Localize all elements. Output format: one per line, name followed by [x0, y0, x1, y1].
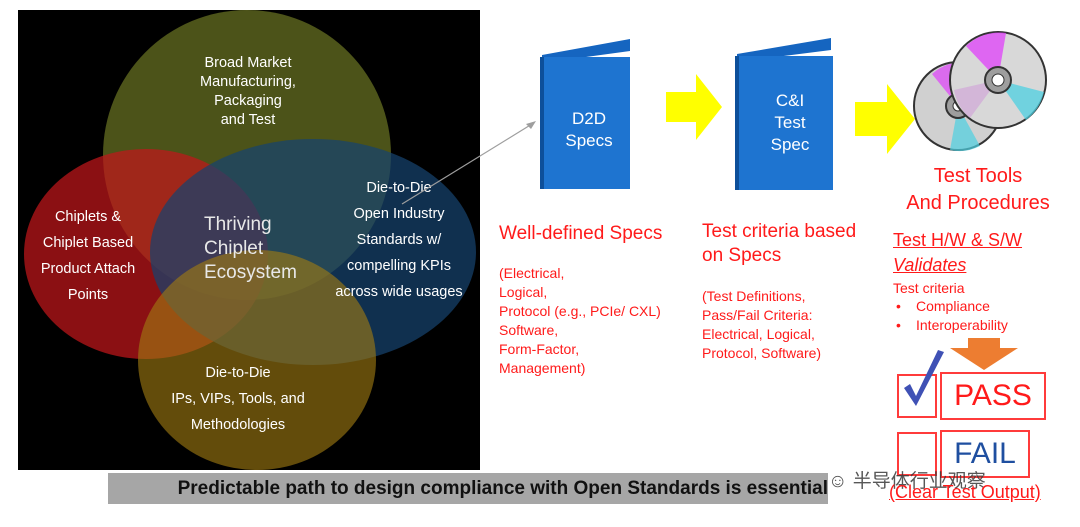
banner-text: Predictable path to design compliance wi…	[177, 478, 828, 499]
venn-center-label: Thriving Chiplet Ecosystem	[204, 214, 297, 283]
venn-circle-bottom	[138, 250, 376, 470]
tools-title: Test Tools And Procedures	[906, 165, 1050, 214]
validates-line-2: Validates	[893, 255, 967, 275]
venn-left-label: Chiplets & Chiplet Based Product Attach …	[40, 209, 136, 303]
fail-checkbox	[897, 432, 937, 476]
specs-body: (Electrical, Logical, Protocol (e.g., PC…	[499, 265, 661, 376]
pass-box	[940, 372, 1046, 420]
yellow-arrow-icon	[855, 84, 915, 154]
criteria-title: Test criteria based on Specs	[702, 221, 857, 266]
criteria-body: (Test Definitions, Pass/Fail Criteria: E…	[702, 288, 822, 361]
d2d-book-label: D2D Specs	[565, 109, 613, 150]
bullet: •	[896, 317, 901, 333]
ci-book-label: C&I Test Spec	[770, 91, 810, 154]
criteria-item-label: Compliance	[916, 298, 990, 314]
criteria-item: • Compliance	[896, 298, 990, 314]
venn-top-label: Broad Market Manufacturing, Packaging an…	[200, 55, 296, 128]
checkmark-icon	[904, 350, 944, 406]
pass-label: PASS	[954, 379, 1032, 412]
venn-bottom-label: Die-to-Die IPs, VIPs, Tools, and Methodo…	[171, 365, 305, 433]
wechat-icon: ☺	[828, 471, 848, 492]
down-arrow-icon	[950, 338, 1018, 370]
ci-test-spec-book-icon	[735, 38, 833, 190]
bottom-banner: Predictable path to design compliance wi…	[108, 473, 828, 504]
pointer-line	[401, 121, 536, 205]
fail-box	[940, 430, 1030, 478]
bullet: •	[896, 298, 901, 314]
criteria-item: • Interoperability	[896, 317, 1008, 333]
validates-line-1: Test H/W & S/W	[893, 230, 1023, 250]
watermark-text: 半导体行业观察	[852, 471, 986, 492]
watermark: ☺ 半导体行业观察	[828, 466, 986, 493]
d2d-spec-book-icon	[540, 39, 630, 189]
yellow-arrow-icon	[666, 74, 722, 140]
venn-diagram: Broad Market Manufacturing, Packaging an…	[18, 10, 480, 470]
venn-circles	[24, 10, 476, 470]
clear-test-output-label: (Clear Test Output)	[889, 482, 1041, 502]
test-criteria-heading: Test criteria	[893, 280, 965, 296]
fail-label: FAIL	[954, 437, 1016, 470]
venn-right-label: Die-to-Die Open Industry Standards w/ co…	[335, 180, 463, 300]
specs-title: Well-defined Specs	[499, 223, 663, 244]
cd-disc-icon	[913, 31, 1047, 152]
criteria-item-label: Interoperability	[916, 317, 1008, 333]
